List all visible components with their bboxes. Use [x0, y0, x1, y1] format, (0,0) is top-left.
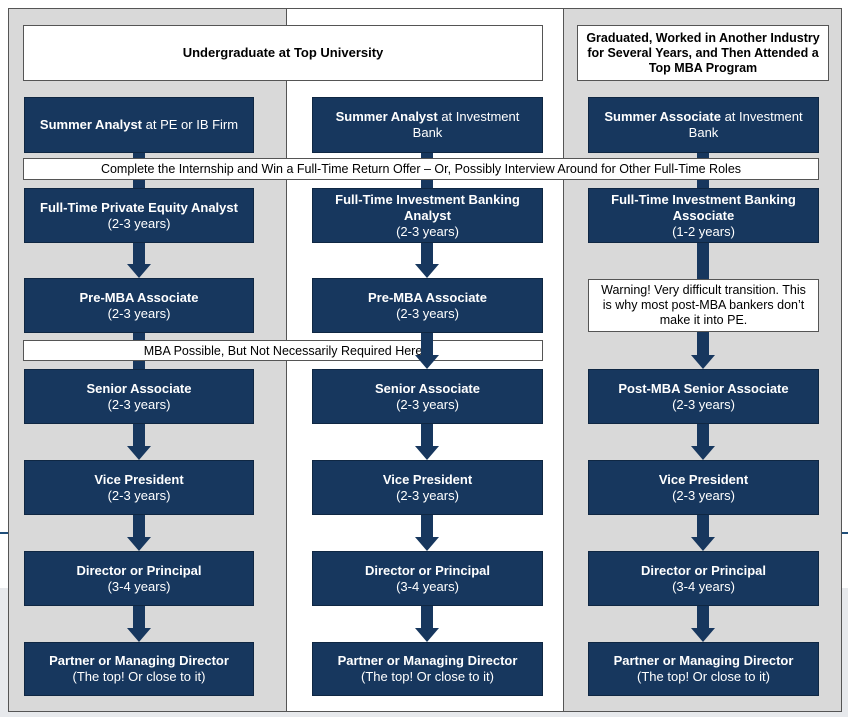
- down-arrow-icon: [415, 424, 439, 460]
- connector-stem: [697, 240, 709, 282]
- down-arrow-icon: [415, 515, 439, 551]
- role-years: (2-3 years): [672, 396, 735, 412]
- role-years: (3-4 years): [396, 578, 459, 594]
- role-title: Pre-MBA Associate: [79, 289, 199, 305]
- summer-firm: at Investment Bank: [688, 109, 803, 140]
- director-principal-pe-box: Director or Principal (3-4 years): [24, 551, 254, 606]
- summer-role: Summer Analyst: [335, 109, 438, 124]
- role-years: (2-3 years): [107, 305, 171, 321]
- summer-associate-text: Summer Associate at Investment Bank: [597, 109, 810, 141]
- role-years: (The top! Or close to it): [72, 669, 206, 684]
- role-years: (2-3 years): [396, 396, 459, 412]
- summer-analyst-pe-box: Summer Analyst at PE or IB Firm: [24, 97, 254, 153]
- role-years: (2-3 years): [396, 305, 459, 321]
- down-arrow-icon: [127, 243, 151, 278]
- summer-firm: at Investment Bank: [412, 109, 520, 140]
- summer-role: Summer Associate: [604, 109, 721, 124]
- role-title: Full-Time Investment Banking Associate: [611, 191, 796, 223]
- summer-associate-box: Summer Associate at Investment Bank: [588, 97, 819, 153]
- partner-md-ib-box: Partner or Managing Director (The top! O…: [312, 642, 543, 696]
- down-arrow-icon: [127, 424, 151, 460]
- role-years: (2-3 years): [107, 487, 171, 503]
- senior-associate-pe-box: Senior Associate (2-3 years): [24, 369, 254, 424]
- role-years: (3-4 years): [672, 578, 735, 594]
- role-years: (The top! Or close to it): [361, 669, 494, 684]
- header-mba-path: Graduated, Worked in Another Industry fo…: [577, 25, 829, 81]
- role-years: (1-2 years): [672, 223, 735, 239]
- summer-role: Summer Analyst: [39, 117, 143, 132]
- pre-mba-associate-pe-box: Pre-MBA Associate (2-3 years): [24, 278, 254, 333]
- role-title: Director or Principal: [365, 562, 490, 578]
- down-arrow-icon: [691, 332, 715, 369]
- header-undergrad-text: Undergraduate at Top University: [182, 45, 384, 60]
- left-edge-line: [0, 532, 10, 534]
- role-title: Director or Principal: [641, 562, 766, 578]
- down-arrow-icon: [127, 606, 151, 642]
- role-years: (The top! Or close to it): [637, 669, 770, 684]
- role-years: (2-3 years): [107, 396, 171, 412]
- role-years: (2-3 years): [672, 487, 735, 503]
- post-mba-senior-associate-box: Post-MBA Senior Associate (2-3 years): [588, 369, 819, 424]
- vice-president-ib-box: Vice President (2-3 years): [312, 460, 543, 515]
- role-title: Partner or Managing Director: [613, 653, 794, 668]
- role-title: Pre-MBA Associate: [368, 289, 487, 305]
- role-title: Senior Associate: [374, 380, 480, 396]
- header-undergrad: Undergraduate at Top University: [23, 25, 543, 81]
- director-principal-mba-box: Director or Principal (3-4 years): [588, 551, 819, 606]
- vice-president-mba-box: Vice President (2-3 years): [588, 460, 819, 515]
- summer-firm: at PE or IB Firm: [142, 117, 239, 132]
- down-arrow-icon: [691, 424, 715, 460]
- role-title: Partner or Managing Director: [49, 653, 229, 668]
- mba-banner-text: MBA Possible, But Not Necessarily Requir…: [143, 343, 423, 358]
- role-title: Vice President: [94, 471, 184, 487]
- internship-banner-text: Complete the Internship and Win a Full-T…: [100, 162, 742, 176]
- partner-md-mba-box: Partner or Managing Director (The top! O…: [588, 642, 819, 696]
- down-arrow-icon: [415, 333, 439, 369]
- role-title: Full-Time Private Equity Analyst: [40, 199, 238, 215]
- fulltime-ib-associate-box: Full-Time Investment Banking Associate (…: [588, 188, 819, 243]
- vice-president-pe-box: Vice President (2-3 years): [24, 460, 254, 515]
- down-arrow-icon: [691, 606, 715, 642]
- header-mba-path-text: Graduated, Worked in Another Industry fo…: [586, 30, 820, 75]
- down-arrow-icon: [691, 515, 715, 551]
- role-title: Senior Associate: [86, 380, 192, 396]
- fulltime-pe-analyst-box: Full-Time Private Equity Analyst (2-3 ye…: [24, 188, 254, 243]
- pre-mba-associate-ib-box: Pre-MBA Associate (2-3 years): [312, 278, 543, 333]
- fulltime-ib-analyst-box: Full-Time Investment Banking Analyst (2-…: [312, 188, 543, 243]
- role-title: Partner or Managing Director: [337, 653, 518, 668]
- director-principal-ib-box: Director or Principal (3-4 years): [312, 551, 543, 606]
- role-title: Vice President: [382, 471, 473, 487]
- role-years: (2-3 years): [107, 215, 171, 231]
- role-title: Director or Principal: [76, 562, 202, 578]
- down-arrow-icon: [415, 606, 439, 642]
- summer-analyst-pe-text: Summer Analyst at PE or IB Firm: [40, 117, 238, 133]
- down-arrow-icon: [127, 515, 151, 551]
- warning-note-text: Warning! Very difficult transition. This…: [601, 283, 806, 327]
- role-title: Post-MBA Senior Associate: [618, 380, 789, 396]
- role-title: Vice President: [658, 471, 749, 487]
- down-arrow-icon: [415, 243, 439, 278]
- role-years: (2-3 years): [396, 487, 459, 503]
- summer-analyst-ib-text: Summer Analyst at Investment Bank: [321, 109, 534, 141]
- partner-md-pe-box: Partner or Managing Director (The top! O…: [24, 642, 254, 696]
- warning-note: Warning! Very difficult transition. This…: [588, 279, 819, 332]
- right-edge-line: [838, 532, 848, 534]
- summer-analyst-ib-box: Summer Analyst at Investment Bank: [312, 97, 543, 153]
- senior-associate-ib-box: Senior Associate (2-3 years): [312, 369, 543, 424]
- internship-banner: Complete the Internship and Win a Full-T…: [23, 158, 819, 180]
- role-years: (2-3 years): [396, 223, 459, 239]
- role-years: (3-4 years): [107, 578, 171, 594]
- mba-banner: MBA Possible, But Not Necessarily Requir…: [23, 340, 543, 361]
- role-title: Full-Time Investment Banking Analyst: [335, 191, 520, 223]
